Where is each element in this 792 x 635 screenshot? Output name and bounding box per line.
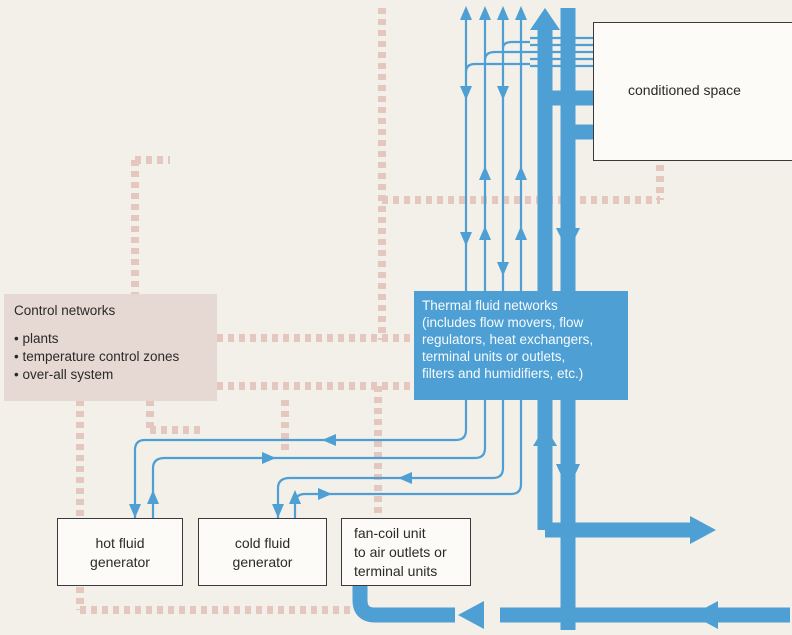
thermal-networks-box: Thermal fluid networks (includes flow mo… (414, 291, 628, 400)
conditioned-space-label: conditioned space (628, 82, 741, 98)
thermal-line-5: filters and humidifiers, etc.) (422, 366, 584, 381)
fancoil-line-1: fan-coil unit (354, 525, 426, 541)
thick-ducts (352, 8, 790, 630)
thin-arrowheads (129, 6, 527, 518)
cold-generator-line-1: cold fluid (234, 535, 291, 551)
hot-generator-line-2: generator (90, 554, 150, 570)
control-item-zones: • temperature control zones (14, 349, 180, 364)
control-network-lines (76, 8, 664, 614)
thermal-line-2: (includes flow movers, flow (422, 315, 584, 330)
control-networks-title: Control networks (14, 303, 116, 318)
thermal-line-1: Thermal fluid networks (422, 298, 558, 313)
thermal-line-3: regulators, heat exchangers, (422, 332, 594, 347)
thermal-line-4: terminal units or outlets, (422, 349, 566, 364)
control-item-plants: • plants (14, 331, 59, 346)
fancoil-line-2: to air outlets or (354, 544, 447, 560)
fan-coil-unit: fan-coil unit to air outlets or terminal… (341, 518, 471, 586)
conditioned-space-box (593, 22, 792, 161)
fancoil-line-3: terminal units (354, 563, 438, 579)
control-item-system: • over-all system (14, 367, 114, 382)
cold-fluid-generator: cold fluid generator (198, 518, 327, 586)
hot-generator-line-1: hot fluid (95, 535, 145, 551)
cold-generator-line-2: generator (232, 554, 293, 570)
hot-fluid-generator: hot fluid generator (57, 518, 183, 586)
control-networks-box: Control networks • plants • temperature … (4, 294, 217, 401)
